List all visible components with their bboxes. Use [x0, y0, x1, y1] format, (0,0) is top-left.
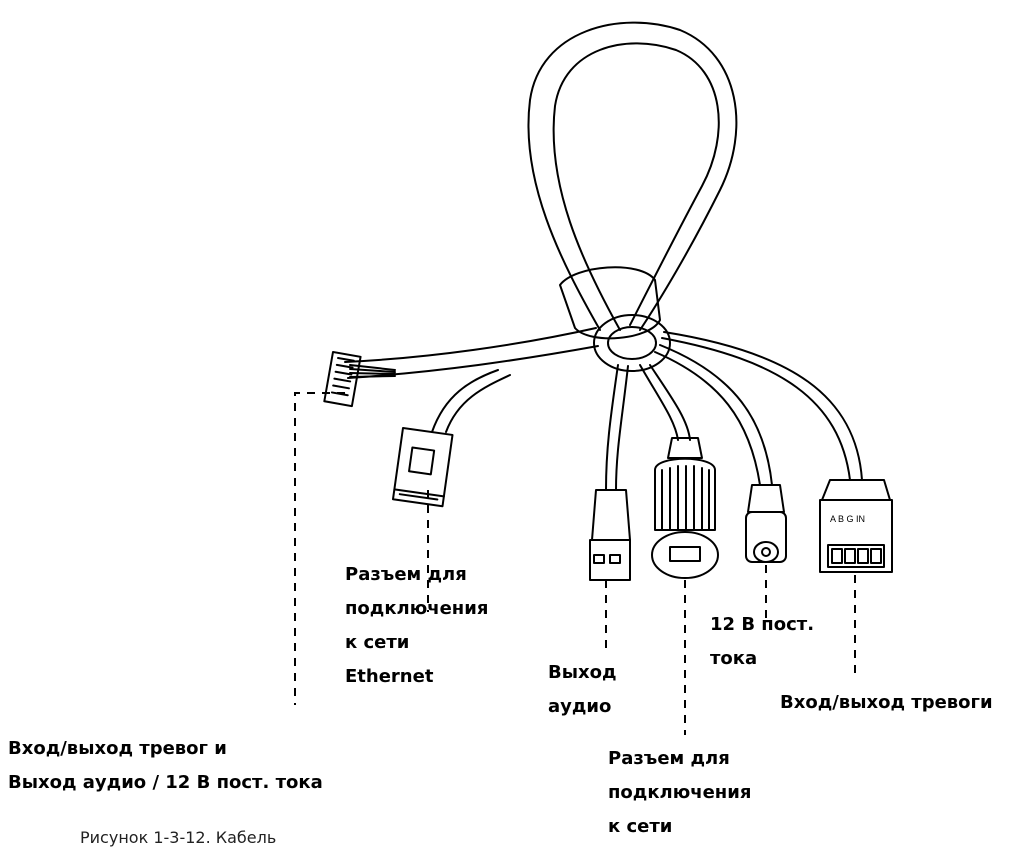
label-ethernet: Разъем для подключения к сети Ethernet [345, 564, 489, 687]
label-alarm-io: Вход/выход тревоги [780, 692, 993, 713]
terminal-block-text: A B G IN [830, 514, 865, 524]
terminal-block [819, 479, 893, 573]
cable-loop [527, 21, 738, 331]
label-dc12v: 12 В пост. тока [710, 614, 815, 669]
main-cable-upper [344, 327, 597, 363]
label-audio-out: Выход аудио [548, 662, 617, 717]
cable-ring [593, 314, 671, 372]
cable-loop-inner [552, 42, 720, 331]
figure-caption: Рисунок 1-3-12. Кабель [80, 828, 277, 847]
network-connector [651, 437, 719, 579]
label-network: Разъем для подключения к сети [608, 748, 752, 837]
ethernet-branch [431, 369, 499, 433]
rj45-plug [391, 427, 454, 508]
audio-plug [589, 489, 631, 581]
dc-jack [745, 484, 787, 563]
pin-connector [323, 351, 362, 408]
leader-combined [294, 392, 345, 705]
cable-sleeve [559, 266, 661, 340]
label-combined: Вход/выход тревог и Выход аудио / 12 В п… [8, 738, 323, 793]
